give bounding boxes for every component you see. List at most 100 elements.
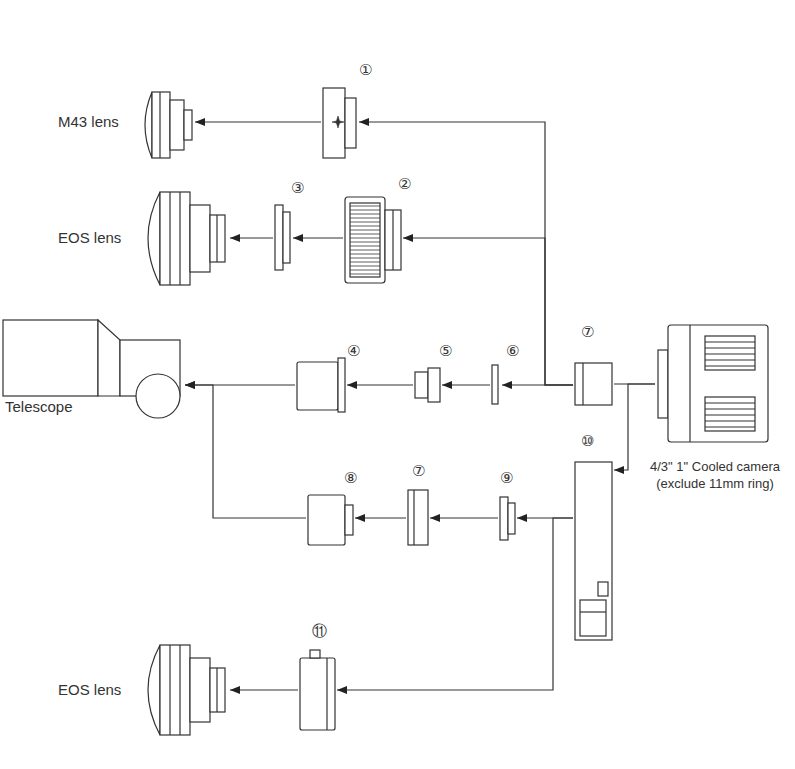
- part-node: ⑧: [306, 493, 355, 547]
- adapter-ring: [500, 497, 515, 540]
- eos-adapter: [300, 658, 335, 730]
- eos-lens-drawing: [190, 658, 210, 722]
- filter-wheel: [598, 582, 608, 596]
- part-label: M43 lens: [58, 113, 119, 131]
- eos-lens-drawing: [179, 192, 180, 285]
- part-node: ⑨: [498, 495, 517, 542]
- eos-lens-drawing: [179, 645, 180, 735]
- filter-wheel: [580, 611, 606, 612]
- extension-ring: [575, 363, 612, 405]
- filter-wheel: [575, 462, 612, 640]
- telescope-adapter: [308, 495, 345, 545]
- cooled-camera-drawing: [705, 365, 755, 366]
- connector-arrow: [293, 237, 343, 238]
- eos-adapter: [310, 650, 320, 658]
- connector-arrow: [185, 385, 306, 518]
- connector-arrow: [442, 384, 490, 385]
- eos-lens-drawing: [148, 192, 160, 285]
- lens-node: M43 lens: [55, 85, 195, 163]
- part-node: ⑥: [490, 363, 502, 407]
- telescope-node: Telescope: [3, 318, 185, 420]
- extension-ring: [413, 490, 414, 545]
- m43-lens-drawing: [170, 100, 184, 150]
- callout-number: ⑦: [581, 323, 594, 341]
- eos-adapter: [300, 650, 335, 730]
- adapter-ring: [275, 205, 283, 270]
- callout-number: ②: [398, 175, 411, 193]
- m43-lens-drawing: [145, 92, 152, 158]
- adapter-ring: [500, 497, 508, 540]
- thin-ring: [492, 365, 498, 404]
- telescope-adapter: [345, 505, 353, 535]
- eos-adapter: [326, 658, 327, 730]
- part-label: Telescope: [5, 398, 73, 416]
- telescope-drawing: [3, 320, 98, 396]
- callout-number: ⑨: [500, 469, 513, 487]
- part-label: EOS lens: [58, 229, 121, 247]
- cooled-camera-drawing: [705, 353, 755, 354]
- m43-adapter-plate: [332, 116, 344, 128]
- illustration: [3, 88, 768, 735]
- part-node: ②: [343, 195, 403, 287]
- callout-number: ⑥: [506, 342, 519, 360]
- eos-lens-drawing: [169, 192, 170, 285]
- cooled-camera-drawing: [705, 402, 755, 403]
- spacer-ring: [428, 368, 440, 402]
- telescope-adapter: [297, 358, 345, 412]
- connector-arrow: [403, 238, 573, 385]
- extension-ring: [408, 490, 428, 545]
- telescope-drawing: [3, 320, 180, 418]
- cooled-camera-drawing: [705, 341, 755, 342]
- telescope-drawing: [136, 374, 180, 418]
- eos-adapter: [392, 210, 393, 270]
- adapter-ring: [508, 503, 515, 534]
- cooled-camera-drawing: [705, 414, 755, 415]
- callout-number: ①: [359, 61, 372, 79]
- eos-lens-drawing: [160, 645, 190, 735]
- cooled-camera-drawing: [705, 397, 755, 431]
- filter-wheel: [575, 462, 612, 640]
- eos-adapter: [345, 197, 385, 283]
- cooled-camera-drawing: [705, 420, 755, 421]
- eos-lens-drawing: [169, 645, 170, 735]
- thin-ring: [492, 365, 498, 404]
- callout-number: ⑤: [439, 342, 452, 360]
- eos-adapter: [350, 203, 380, 277]
- connector-arrow: [430, 517, 498, 518]
- adapter-ring: [275, 205, 290, 270]
- telescope-drawing: [98, 320, 120, 396]
- part-label: EOS lens: [58, 681, 121, 699]
- extension-ring: [575, 363, 612, 405]
- cooled-camera-drawing: [705, 336, 755, 370]
- telescope-adapter: [338, 358, 345, 412]
- connector-arrow: [230, 237, 273, 238]
- connector-arrow: [347, 384, 413, 385]
- part-node: ⑤: [413, 366, 442, 404]
- extension-ring: [582, 363, 583, 405]
- filter-wheel: [580, 600, 606, 636]
- m43-lens-drawing: [184, 110, 192, 140]
- m43-lens-drawing: [159, 92, 160, 158]
- part-label: 4/3" 1" Cooled camera (exclude 11mm ring…: [640, 458, 790, 492]
- eos-lens-drawing: [148, 645, 225, 735]
- callout-number: ⑦: [412, 462, 425, 480]
- lens-node: EOS lens: [55, 643, 230, 738]
- callout-number: ④: [347, 342, 360, 360]
- connector-arrow: [195, 121, 321, 122]
- camera-node: 4/3" 1" Cooled camera (exclude 11mm ring…: [655, 323, 770, 445]
- cooled-camera-drawing: [705, 347, 755, 348]
- cooled-camera-drawing: [705, 359, 755, 360]
- connector-arrow: [355, 517, 406, 518]
- cooled-camera-drawing: [705, 426, 755, 427]
- adapter-ring: [283, 212, 290, 263]
- eos-adapter: [345, 197, 401, 283]
- telescope-adapter: [308, 495, 353, 545]
- eos-lens-drawing: [210, 215, 225, 262]
- connector-arrow: [502, 384, 573, 385]
- cooled-camera-drawing: [668, 325, 768, 442]
- eos-adapter: [385, 210, 401, 270]
- connector-arrow: [337, 518, 573, 690]
- m43-lens-drawing: [152, 92, 170, 158]
